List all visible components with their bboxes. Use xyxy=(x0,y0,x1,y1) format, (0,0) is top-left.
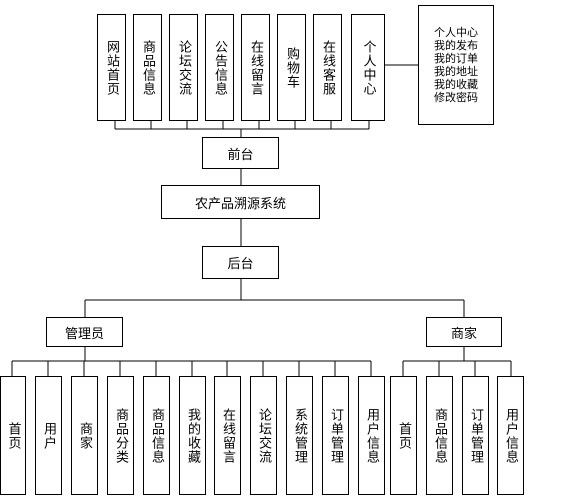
admin-module-favorites: 我的收藏 xyxy=(179,376,206,495)
admin-module-categories: 商品分类 xyxy=(107,376,134,495)
merchant-module-products: 商品信息 xyxy=(426,376,453,495)
merchant-module-label: 订单管理 xyxy=(468,407,483,464)
admin-module-orders: 订单管理 xyxy=(322,376,349,495)
root-node: 农产品溯源系统 xyxy=(161,185,320,219)
personal-center-item: 我的地址 xyxy=(434,65,478,78)
merchant-module-home: 首页 xyxy=(390,376,417,495)
front-module-messages: 在线留言 xyxy=(241,14,270,121)
admin-module-label: 在线留言 xyxy=(220,407,235,464)
admin-label: 管理员 xyxy=(64,326,104,342)
personal-center-item: 我的收藏 xyxy=(434,78,478,91)
personal-center-item: 个人中心 xyxy=(434,26,478,39)
admin-module-label: 商家 xyxy=(77,421,92,450)
merchant-module-user-info: 用户信息 xyxy=(497,376,524,495)
merchant-module-orders: 订单管理 xyxy=(462,376,489,495)
front-module-label: 网站首页 xyxy=(104,39,119,96)
personal-center-item: 修改密码 xyxy=(434,91,478,104)
admin-module-products: 商品信息 xyxy=(143,376,170,495)
front-module-home: 网站首页 xyxy=(97,14,126,121)
admin-module-label: 订单管理 xyxy=(328,407,343,464)
admin-node: 管理员 xyxy=(46,317,123,347)
merchant-label: 商家 xyxy=(450,326,477,342)
admin-module-label: 用户 xyxy=(41,421,56,450)
merchant-node: 商家 xyxy=(426,317,502,347)
admin-module-system: 系统管理 xyxy=(286,376,313,495)
back-label: 后台 xyxy=(227,257,254,272)
front-module-announcements: 公告信息 xyxy=(205,14,234,121)
admin-module-label: 商品分类 xyxy=(113,407,128,464)
front-module-label: 在线留言 xyxy=(248,39,263,96)
admin-module-label: 论坛交流 xyxy=(256,407,271,464)
admin-module-messages: 在线留言 xyxy=(214,376,241,495)
merchant-module-label: 首页 xyxy=(396,421,411,450)
admin-module-home: 首页 xyxy=(0,376,26,495)
front-module-label: 在线客服 xyxy=(320,39,335,96)
merchant-module-label: 商品信息 xyxy=(432,407,447,464)
front-module-label: 论坛交流 xyxy=(176,39,191,96)
front-module-label: 商品信息 xyxy=(140,39,155,96)
front-module-label: 购物车 xyxy=(284,46,299,89)
admin-module-label: 系统管理 xyxy=(292,407,307,464)
front-module-personal-center: 个人中心 xyxy=(351,14,385,121)
front-node: 前台 xyxy=(202,137,279,169)
front-label: 前台 xyxy=(227,147,254,163)
personal-center-items: 个人中心 我的发布 我的订单 我的地址 我的收藏 修改密码 xyxy=(418,5,494,125)
front-module-label: 个人中心 xyxy=(360,39,376,96)
back-node: 后台 xyxy=(202,246,279,279)
admin-module-merchants: 商家 xyxy=(71,376,98,495)
front-module-cart: 购物车 xyxy=(277,14,306,121)
personal-center-item: 我的订单 xyxy=(434,52,478,65)
admin-module-forum: 论坛交流 xyxy=(250,376,277,495)
front-module-label: 公告信息 xyxy=(212,39,227,96)
front-module-forum: 论坛交流 xyxy=(169,14,198,121)
personal-center-item: 我的发布 xyxy=(434,39,478,52)
admin-module-user-info: 用户信息 xyxy=(358,376,385,495)
admin-module-label: 首页 xyxy=(5,421,21,450)
front-module-products: 商品信息 xyxy=(133,14,162,121)
admin-module-users: 用户 xyxy=(35,376,62,495)
admin-module-label: 用户信息 xyxy=(364,407,379,464)
merchant-module-label: 用户信息 xyxy=(503,407,518,464)
admin-module-label: 商品信息 xyxy=(149,407,164,464)
admin-module-label: 我的收藏 xyxy=(185,407,200,464)
root-label: 农产品溯源系统 xyxy=(194,196,286,212)
front-module-customer-service: 在线客服 xyxy=(313,14,342,121)
